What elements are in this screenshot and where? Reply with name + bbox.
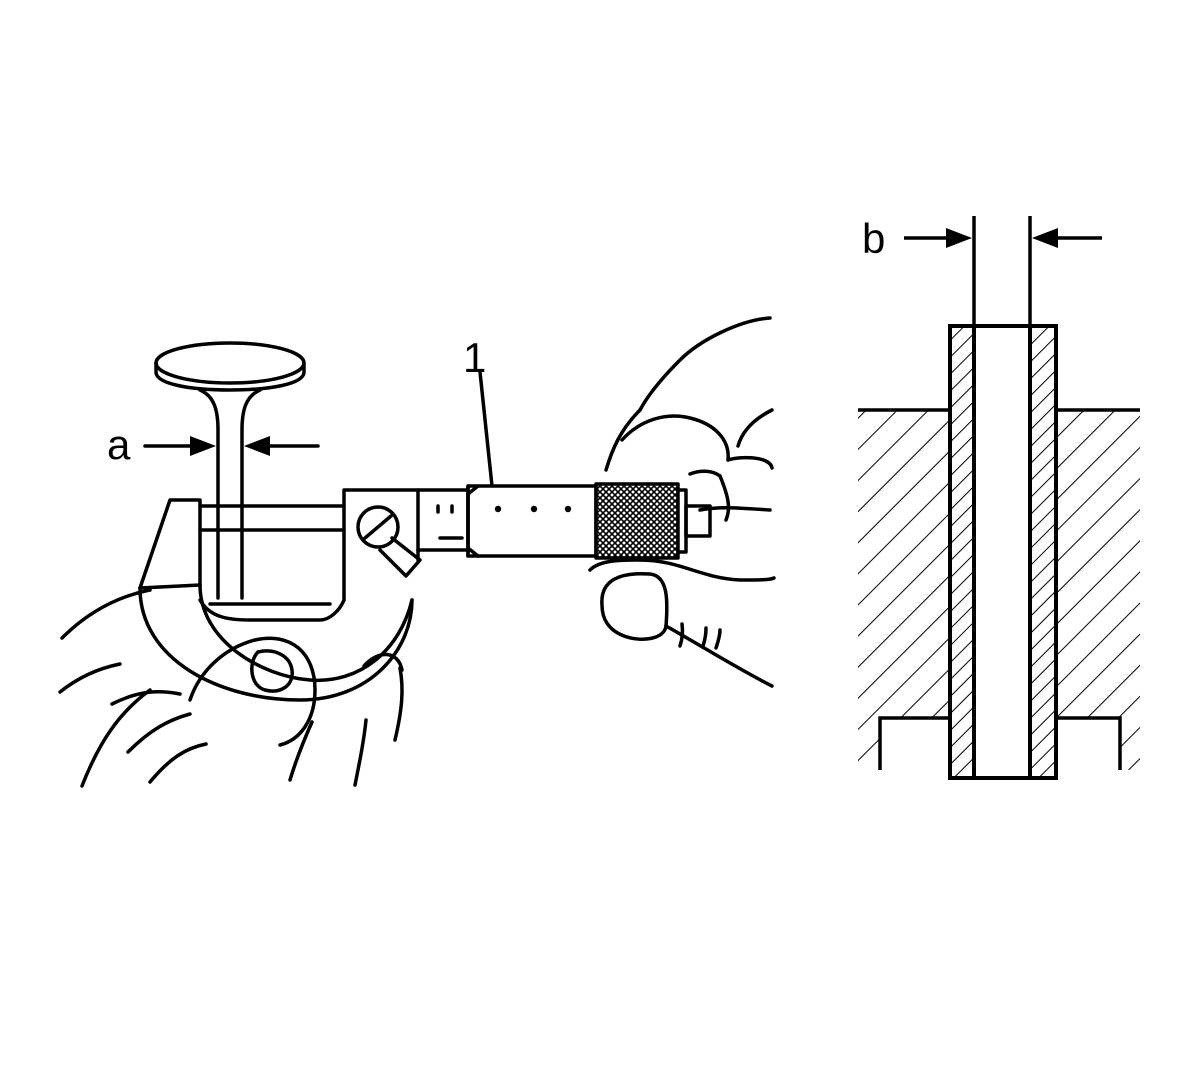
callout-label-1: 1: [463, 334, 487, 381]
micrometer-frame-icon: [138, 488, 420, 702]
callout-1-leader: [478, 371, 494, 487]
spindle-icon: [198, 504, 346, 532]
micrometer-thimble-icon: [466, 484, 598, 558]
valve-icon: [154, 341, 306, 600]
lock-screw-icon: [356, 505, 422, 578]
dimension-label-b: b: [862, 215, 886, 262]
left-thumb-icon: [188, 636, 317, 747]
valve-guide-section: [858, 216, 1140, 780]
dimension-label-a: a: [107, 421, 131, 468]
left-hand-icon: [58, 588, 404, 788]
dimension-a-arrowheads: [190, 436, 270, 456]
ratchet-knob-icon: [594, 482, 680, 560]
right-hand-icon: [588, 316, 776, 688]
micrometer-sleeve-icon: [416, 488, 470, 552]
